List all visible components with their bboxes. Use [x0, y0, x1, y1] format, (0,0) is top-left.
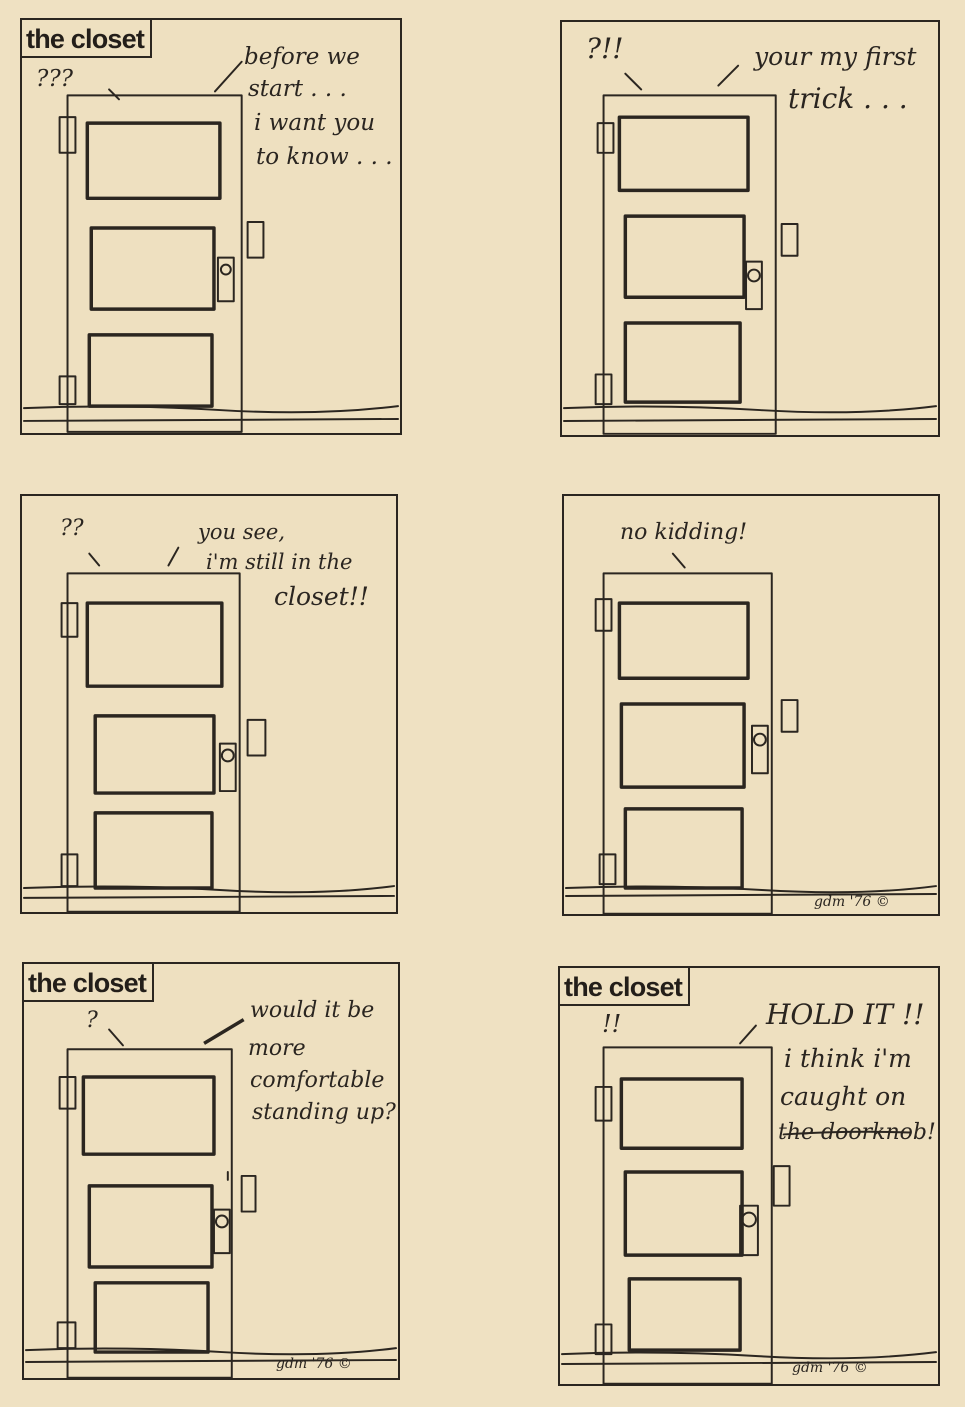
- speech-line-1: you see,: [198, 520, 286, 544]
- artist-signature: gdm '76 ©: [276, 1356, 352, 1372]
- speech-line-4: standing up?: [252, 1100, 396, 1125]
- speech-line-2: more: [248, 1036, 306, 1061]
- speech-line-3: comfortable: [250, 1068, 385, 1093]
- door-reaction: !!: [602, 1010, 622, 1038]
- artist-signature: gdm '76 ©: [792, 1360, 868, 1376]
- door-illustration: [22, 60, 400, 433]
- speech-line-2: i'm still in the: [206, 550, 353, 574]
- comic-panel-3: ?? you see, i'm still in the closet!!: [20, 494, 398, 914]
- comic-panel-6: the closet !! HOLD IT !! i think i'm cau…: [558, 966, 940, 1386]
- door-reaction: ?!!: [586, 32, 624, 65]
- speech-line-3: closet!!: [274, 582, 369, 611]
- speech-line-1: would it be: [250, 998, 375, 1023]
- door-illustration: [562, 64, 938, 435]
- door-illustration: [24, 1018, 398, 1378]
- speech-line-2: start . . .: [248, 76, 347, 102]
- door-illustration: [22, 546, 396, 912]
- comic-panel-5: the closet ? would it be more comfortabl…: [22, 962, 400, 1380]
- door-reaction: ?: [86, 1008, 98, 1033]
- speech-line-4: the doorknob!: [778, 1120, 936, 1145]
- door-illustration: [560, 1024, 938, 1384]
- speech-line-2: i think i'm: [784, 1044, 912, 1073]
- comic-panel-2: ?!! your my first trick . . .: [560, 20, 940, 437]
- speech-line-1: no kidding!: [620, 520, 748, 545]
- speech-line-2: trick . . .: [788, 82, 908, 115]
- strip-title: the closet: [560, 968, 691, 1006]
- strip-title: the closet: [22, 20, 153, 58]
- artist-signature: gdm '76 ©: [814, 894, 890, 910]
- door-illustration: [564, 552, 938, 914]
- speech-line-3: i want you: [254, 110, 376, 136]
- comic-panel-1: the closet ??? before we start . . . i w…: [20, 18, 402, 435]
- strip-title: the closet: [24, 964, 155, 1002]
- speech-line-1: before we: [244, 44, 360, 70]
- speech-line-4: to know . . .: [256, 144, 393, 170]
- speech-line-1: your my first: [754, 42, 917, 71]
- door-reaction: ???: [36, 66, 73, 92]
- comic-panel-4: no kidding! gdm '76 ©: [562, 494, 940, 916]
- speech-line-3: caught on: [780, 1082, 907, 1111]
- speech-line-1: HOLD IT !!: [766, 998, 925, 1031]
- door-reaction: ??: [60, 516, 84, 541]
